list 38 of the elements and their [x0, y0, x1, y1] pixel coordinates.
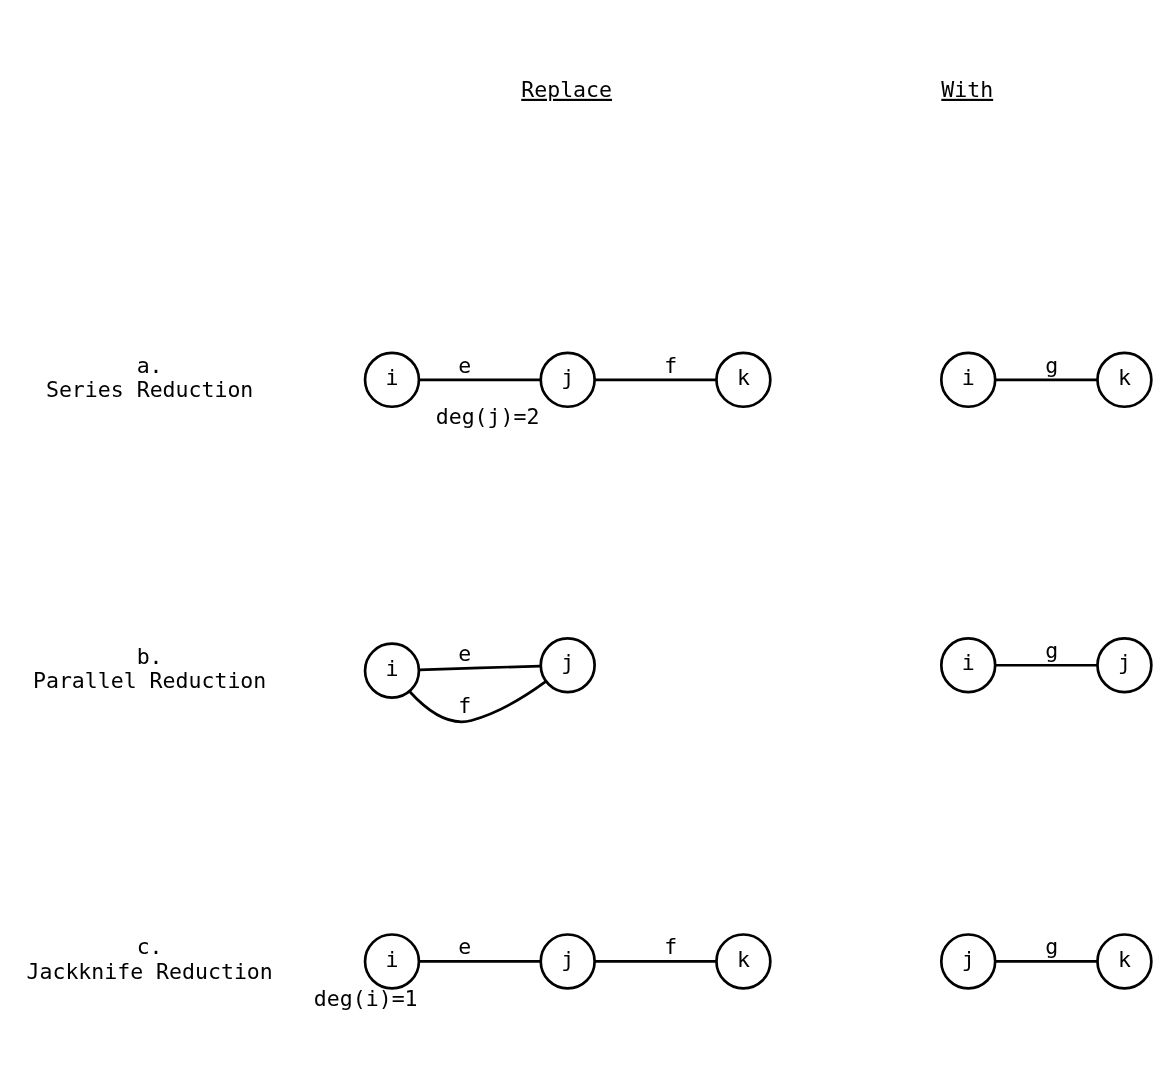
label: b. Parallel Reduction [32, 643, 267, 693]
connector [594, 959, 716, 963]
node-circle: i [939, 636, 997, 694]
node-circle: j [939, 932, 997, 990]
node-circle: k [715, 932, 772, 990]
edge-label: e [458, 933, 472, 959]
node-circle: i [363, 932, 421, 990]
node-circle: j [1096, 636, 1153, 694]
node-circle: j [539, 351, 596, 408]
edge-label: g [1045, 637, 1059, 663]
edge-label: g [1045, 352, 1059, 378]
node-circle: k [1096, 932, 1153, 990]
node-label: deg(j)=2 [435, 403, 540, 429]
node-circle: k [1096, 351, 1153, 408]
node-circle: i [363, 641, 421, 699]
connector [995, 377, 1098, 381]
connector [419, 377, 541, 381]
node-circle: i [939, 351, 997, 408]
label: With [941, 76, 994, 102]
edge-label: f [664, 352, 678, 378]
connector [419, 959, 541, 963]
node-circle: i [363, 351, 421, 408]
edge-label: g [1045, 933, 1059, 959]
label: c. Jackknife Reduction [26, 933, 273, 984]
connector [995, 959, 1098, 963]
node-circle: j [539, 636, 596, 694]
edge-label: e [458, 352, 472, 378]
label: a. Series Reduction [45, 352, 254, 402]
edge-label: f [664, 933, 678, 959]
connector [995, 663, 1098, 667]
edge-label: e [458, 640, 472, 666]
edge-label: f [458, 692, 472, 718]
connector [594, 377, 716, 381]
connector [419, 664, 541, 671]
connector [408, 679, 547, 723]
node-circle: j [539, 932, 596, 990]
node-circle: k [715, 351, 772, 408]
label: Replace [521, 76, 612, 102]
